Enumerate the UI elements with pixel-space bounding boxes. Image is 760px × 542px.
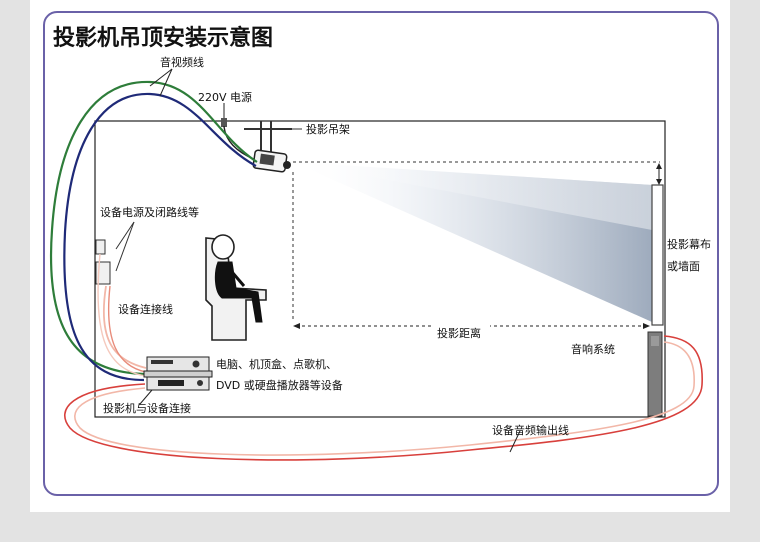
- ceiling-socket-icon: [221, 118, 227, 127]
- av-cable-navy: [63, 92, 257, 382]
- sound-system-label: 音响系统: [571, 342, 615, 356]
- devices-label-2: DVD 或硬盘播放器等设备: [216, 378, 343, 392]
- page-title: 投影机吊顶安装示意图: [53, 26, 274, 51]
- equipment-cable: [107, 285, 147, 373]
- ceiling-mount-label: 投影吊架: [306, 122, 350, 136]
- distance-label-bg: [432, 325, 490, 341]
- projector-icon: [252, 149, 291, 173]
- seated-person-icon: [205, 234, 267, 341]
- av-cable-green: [49, 80, 258, 376]
- power-220v-label: 220V 电源: [198, 90, 252, 104]
- av-cable-leader: [159, 68, 173, 97]
- audio-output-cable-label: 设备音频输出线: [492, 423, 569, 437]
- screen-label-2: 或墙面: [667, 259, 700, 273]
- equipment-cable: [102, 285, 147, 369]
- audio-output-cable: [64, 335, 703, 461]
- arrow-left-icon: [293, 323, 300, 329]
- arrow-head-icon: [656, 163, 662, 169]
- audio-cable-leader: [509, 430, 521, 453]
- projection-beam-highlight: [293, 162, 652, 230]
- screen-label-1: 投影幕布: [667, 237, 711, 251]
- socket-leader: [115, 221, 135, 250]
- projection-screen: [651, 184, 664, 326]
- projector-to-devices-label: 投影机与设备连接: [103, 401, 191, 415]
- av-equipment-stack-icon: [143, 356, 213, 391]
- audio-output-cable: [74, 341, 695, 456]
- arrow-right-icon: [643, 323, 650, 329]
- power-and-cctv-label: 设备电源及闭路线等: [100, 205, 199, 219]
- equipment-cable-label: 设备连接线: [118, 302, 173, 316]
- room-outline: [94, 120, 666, 418]
- av-cable-leader: [149, 68, 173, 87]
- equipment-leader: [139, 389, 153, 405]
- socket-leader: [115, 221, 135, 272]
- equipment-cable: [97, 253, 147, 377]
- devices-label-1: 电脑、机顶盒、点歌机、: [216, 357, 337, 371]
- speaker-driver: [651, 336, 659, 346]
- projection-distance-label: 投影距离: [437, 326, 481, 340]
- wall-socket-icon: [95, 239, 106, 255]
- av-cable-label: 音视频线: [160, 55, 204, 69]
- arrow-head-icon: [656, 179, 662, 185]
